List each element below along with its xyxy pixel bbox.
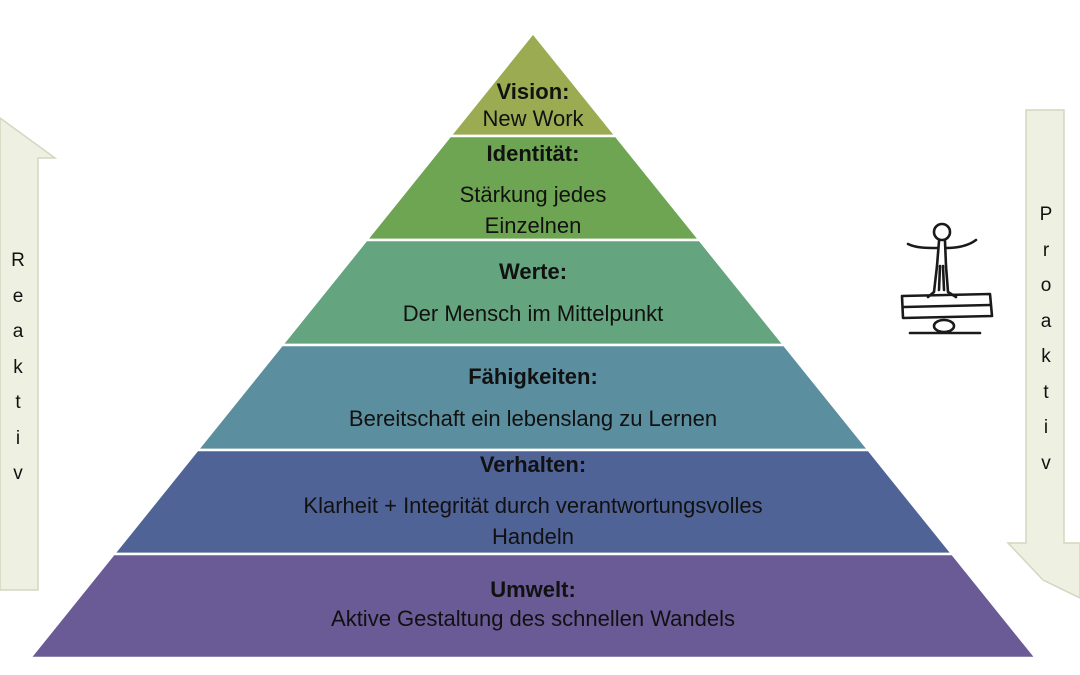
left-arrow-letter: e <box>12 285 24 307</box>
left-up-arrow <box>0 117 58 591</box>
left-arrow-letter: v <box>13 463 23 484</box>
right-arrow-letter: v <box>1041 452 1051 474</box>
level-identitaet-text: Identität: Stärkung jedes Einzelnen <box>380 141 686 241</box>
level-vision-desc: New Work <box>482 106 584 131</box>
level-faehigkeiten-desc: Bereitschaft ein lebenslang zu Lernen <box>348 406 718 431</box>
level-identitaet-desc-1: Stärkung jedes <box>459 182 607 207</box>
left-arrow-letter: t <box>15 392 21 413</box>
level-verhalten-desc-1: Klarheit + Integrität durch verantwortun… <box>303 493 763 518</box>
level-vision-text: Vision: New Work <box>420 79 646 133</box>
level-werte-text: Werte: Der Mensch im Mittelpunkt <box>300 259 766 329</box>
right-arrow-letter: i <box>1043 417 1049 438</box>
right-arrow-letter: P <box>1039 204 1053 225</box>
right-arrow-letter: a <box>1040 310 1052 332</box>
right-arrow-label: P r o a k t i v <box>1037 197 1055 481</box>
level-faehigkeiten-title: Fähigkeiten: <box>468 364 598 389</box>
left-arrow-letter: k <box>13 356 23 378</box>
level-identitaet-title: Identität: <box>486 141 580 166</box>
level-verhalten-text: Verhalten: Klarheit + Integrität durch v… <box>140 452 926 552</box>
left-arrow-letter: a <box>12 321 24 342</box>
right-arrow-letter: k <box>1041 346 1051 367</box>
left-arrow-label: R e a k t i v <box>9 243 27 492</box>
right-arrow-letter: t <box>1043 381 1049 403</box>
pyramid-band-umwelt <box>28 552 1038 660</box>
level-vision-title: Vision: <box>496 79 570 104</box>
level-umwelt-title: Umwelt: <box>490 577 576 602</box>
level-umwelt-desc: Aktive Gestaltung des schnellen Wandels <box>331 606 735 631</box>
left-arrow-letter: R <box>11 250 25 271</box>
right-arrow-letter: o <box>1040 275 1052 296</box>
level-faehigkeiten-text: Fähigkeiten: Bereitschaft ein lebenslang… <box>220 364 846 434</box>
right-down-arrow <box>1006 109 1080 599</box>
level-verhalten-title: Verhalten: <box>479 452 587 477</box>
level-umwelt-text: Umwelt: Aktive Gestaltung des schnellen … <box>60 577 1006 634</box>
balance-figure-icon <box>900 222 994 335</box>
left-arrow-letter: i <box>15 427 21 449</box>
level-werte-title: Werte: <box>498 259 568 284</box>
level-werte-desc: Der Mensch im Mittelpunkt <box>402 301 664 326</box>
level-identitaet-desc-2: Einzelnen <box>484 213 582 238</box>
level-verhalten-desc-2: Handeln <box>492 524 574 549</box>
right-arrow-letter: r <box>1042 239 1050 261</box>
